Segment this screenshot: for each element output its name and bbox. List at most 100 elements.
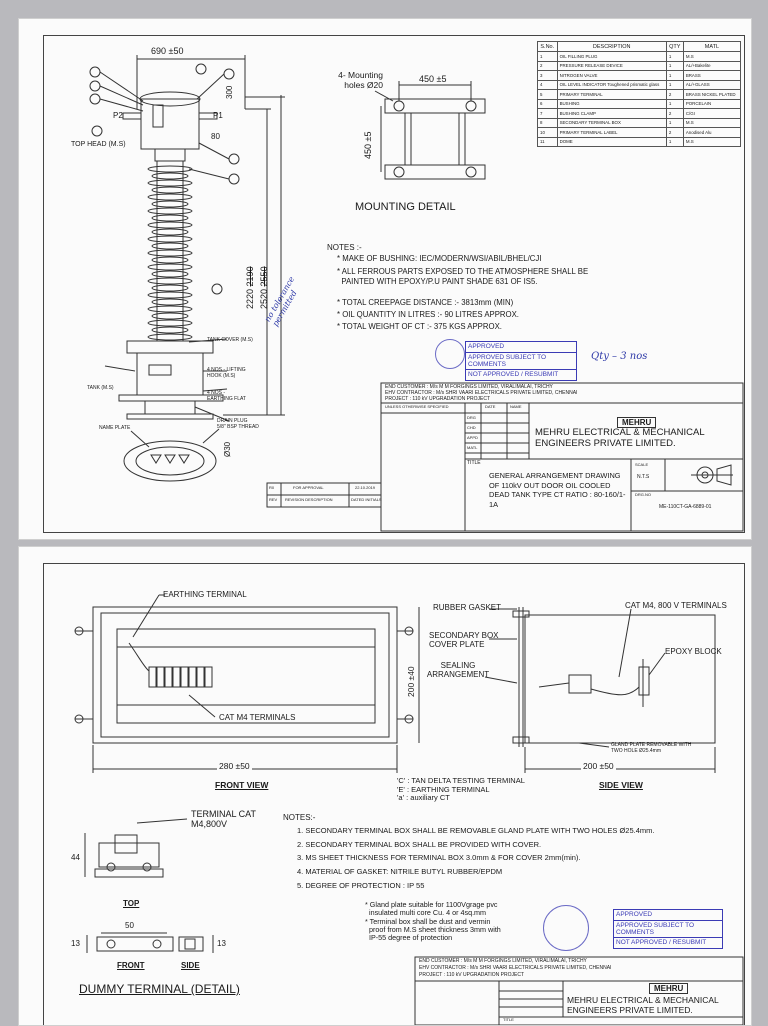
label-terminal-cat: TERMINAL CAT M4,800V	[191, 809, 256, 830]
bushing-shed	[147, 277, 193, 285]
bushing-shed	[147, 207, 193, 215]
bushing-shed	[151, 172, 189, 180]
dim-30: Ø30	[223, 441, 232, 457]
notes2-title: NOTES:-	[283, 813, 316, 822]
dim-13-left: 13	[71, 939, 80, 948]
stamp-approved: APPROVED	[466, 342, 576, 353]
label-epoxy-block: EPOXY BLOCK	[665, 647, 722, 656]
bushing-shed	[147, 193, 193, 201]
note2-4: 4. MATERIAL OF GASKET: NITRILE BUTYL RUB…	[297, 866, 503, 876]
bushing-shed	[147, 249, 193, 257]
bushing-shed	[151, 284, 189, 292]
extra-note-4: proof from M.S sheet thickness 3mm with	[365, 924, 501, 934]
terminal-legend: 'C' : TAN DELTA TESTING TERMINAL 'E' : E…	[397, 776, 525, 803]
bushing-shed	[147, 319, 193, 327]
notes-title: NOTES :-	[327, 243, 362, 252]
note-2: * ALL FERROUS PARTS EXPOSED TO THE ATMOS…	[337, 266, 589, 276]
stamp-not-approved: NOT APPROVED / RESUBMIT	[468, 371, 559, 378]
bushing-shed	[147, 291, 193, 299]
drawing-title: GENERAL ARRANGEMENT DRAWING OF 110kV OUT…	[489, 471, 626, 509]
dwg-no-label: DRG.NO	[635, 492, 651, 497]
stamp2-approved: APPROVED	[614, 910, 722, 921]
bom-header-row: S.No. DESCRIPTION QTY MATL	[537, 41, 742, 52]
dim-80: 80	[211, 132, 220, 141]
label-gland-plate: GLAND PLATE REMOVABLE WITH TWO HOLE Ø25.…	[611, 742, 692, 754]
dim-50: 50	[125, 921, 134, 930]
drawing-sheet-2: EARTHING TERMINAL CAT M4 TERMINALS 280 ±…	[18, 546, 752, 1026]
label-earthing-flat: 4 NOS - EARTHING FLAT	[207, 390, 246, 402]
dim-200-horizontal: 200 ±50	[581, 761, 616, 772]
bom-cell: DOME	[556, 136, 667, 147]
sheet-2-border	[43, 563, 745, 1025]
dim-2520: 2520 2550	[259, 266, 269, 309]
label-sealing: SEALING ARRANGEMENT	[426, 661, 490, 680]
bushing-shed	[151, 186, 189, 194]
label-p1: P1	[213, 111, 223, 120]
rev-header-dated: DATED INITIALS	[351, 497, 382, 502]
mount-dim-width: 450 ±5	[419, 74, 447, 84]
label-tank: TANK (M.S)	[87, 385, 114, 391]
legend-c: 'C' : TAN DELTA TESTING TERMINAL	[397, 776, 525, 785]
rev-desc: FOR APPROVAL	[293, 485, 324, 490]
bom-cell: M.S	[682, 136, 742, 147]
note2-2: 2. SECONDARY TERMINAL BOX SHALL BE PROVI…	[297, 839, 542, 849]
name-label: NAME	[510, 404, 522, 409]
approval-stamp-2: APPROVED APPROVED SUBJECT TO COMMENTS NO…	[613, 909, 723, 949]
bushing-shed	[147, 333, 193, 341]
extra-note-2: insulated multi core Cu. 4 or 4sq.mm	[365, 908, 487, 918]
terminal-block	[204, 666, 213, 688]
rev-date: 22.10.2019	[355, 485, 376, 490]
note-1: * MAKE OF BUSHING: IEC/MODERN/WSI/ABIL/B…	[337, 254, 542, 263]
mount-dim-height: 450 ±5	[363, 131, 373, 159]
title-label: TITLE	[467, 460, 481, 466]
dim-top-width: 690 ±50	[151, 46, 184, 56]
terminal-block	[180, 666, 189, 688]
label-cat-m4-terminals: CAT M4 TERMINALS	[219, 713, 296, 722]
bushing-shed	[151, 270, 189, 278]
extra-note-5: IP-55 degree of protection	[365, 933, 453, 943]
bom-header-matl: MATL	[682, 41, 742, 52]
terminal-block	[196, 666, 205, 688]
approval-stamp-1: APPROVED APPROVED SUBJECT TO COMMENTS NO…	[465, 341, 577, 381]
rev-header-desc: REVISION DESCRIPTION	[285, 497, 333, 502]
scale-label: SCALE	[635, 462, 649, 467]
side-view-title: SIDE VIEW	[599, 780, 643, 790]
note-6: * TOTAL WEIGHT OF CT :- 375 KGS APPROX.	[337, 321, 502, 331]
note2-1: 1. SECONDARY TERMINAL BOX SHALL BE REMOV…	[297, 826, 655, 835]
bushing-shed	[147, 165, 193, 173]
label-earthing-terminal: EARTHING TERMINAL	[163, 590, 247, 599]
terminal-block	[172, 666, 181, 688]
row-label-chd: CHD	[467, 425, 476, 430]
label-top-head: TOP HEAD (M.S)	[71, 141, 126, 148]
bushing-shed	[151, 228, 189, 236]
side-title: SIDE	[181, 961, 200, 970]
project-2: PROJECT : 110 kV UPGRADATION PROJECT	[419, 972, 525, 978]
terminal-box-drawing	[74, 594, 744, 1025]
terminal-block	[156, 666, 165, 688]
front-view-title: FRONT VIEW	[215, 780, 269, 790]
company-logo: MEHRU	[617, 417, 657, 429]
company-seal-1	[435, 339, 465, 369]
terminal-block	[188, 666, 197, 688]
company-seal-2	[543, 905, 589, 951]
scale-value: N.T.S	[637, 474, 650, 480]
company-name-2: MEHRU ELECTRICAL & MECHANICAL ENGINEERS …	[567, 995, 719, 1015]
extra-note-1: * Gland plate suitable for 1100Vgrage pv…	[365, 900, 498, 909]
bushing-shed	[151, 242, 189, 250]
dim-280: 280 ±50	[217, 761, 252, 772]
note2-3: 3. MS SHEET THICKNESS FOR TERMINAL BOX 3…	[297, 853, 581, 863]
bushing-shed	[151, 214, 189, 222]
stamp2-approved-subject: APPROVED SUBJECT TO COMMENTS	[614, 921, 722, 938]
dim-2520-struck: 2550	[259, 266, 269, 287]
row-label-drg: DRG	[467, 415, 476, 420]
stamp2-not-approved: NOT APPROVED / RESUBMIT	[616, 939, 707, 946]
project: PROJECT : 110 kV UPGRADATION PROJECT	[385, 396, 491, 402]
company-name: MEHRU ELECTRICAL & MECHANICAL ENGINEERS …	[535, 427, 705, 449]
bushing-shed	[147, 221, 193, 229]
row-label-appd: APPD	[467, 435, 478, 440]
legend-a: 'a' : auxiliary CT	[397, 793, 450, 803]
dummy-terminal-title: DUMMY TERMINAL (DETAIL)	[79, 982, 240, 996]
